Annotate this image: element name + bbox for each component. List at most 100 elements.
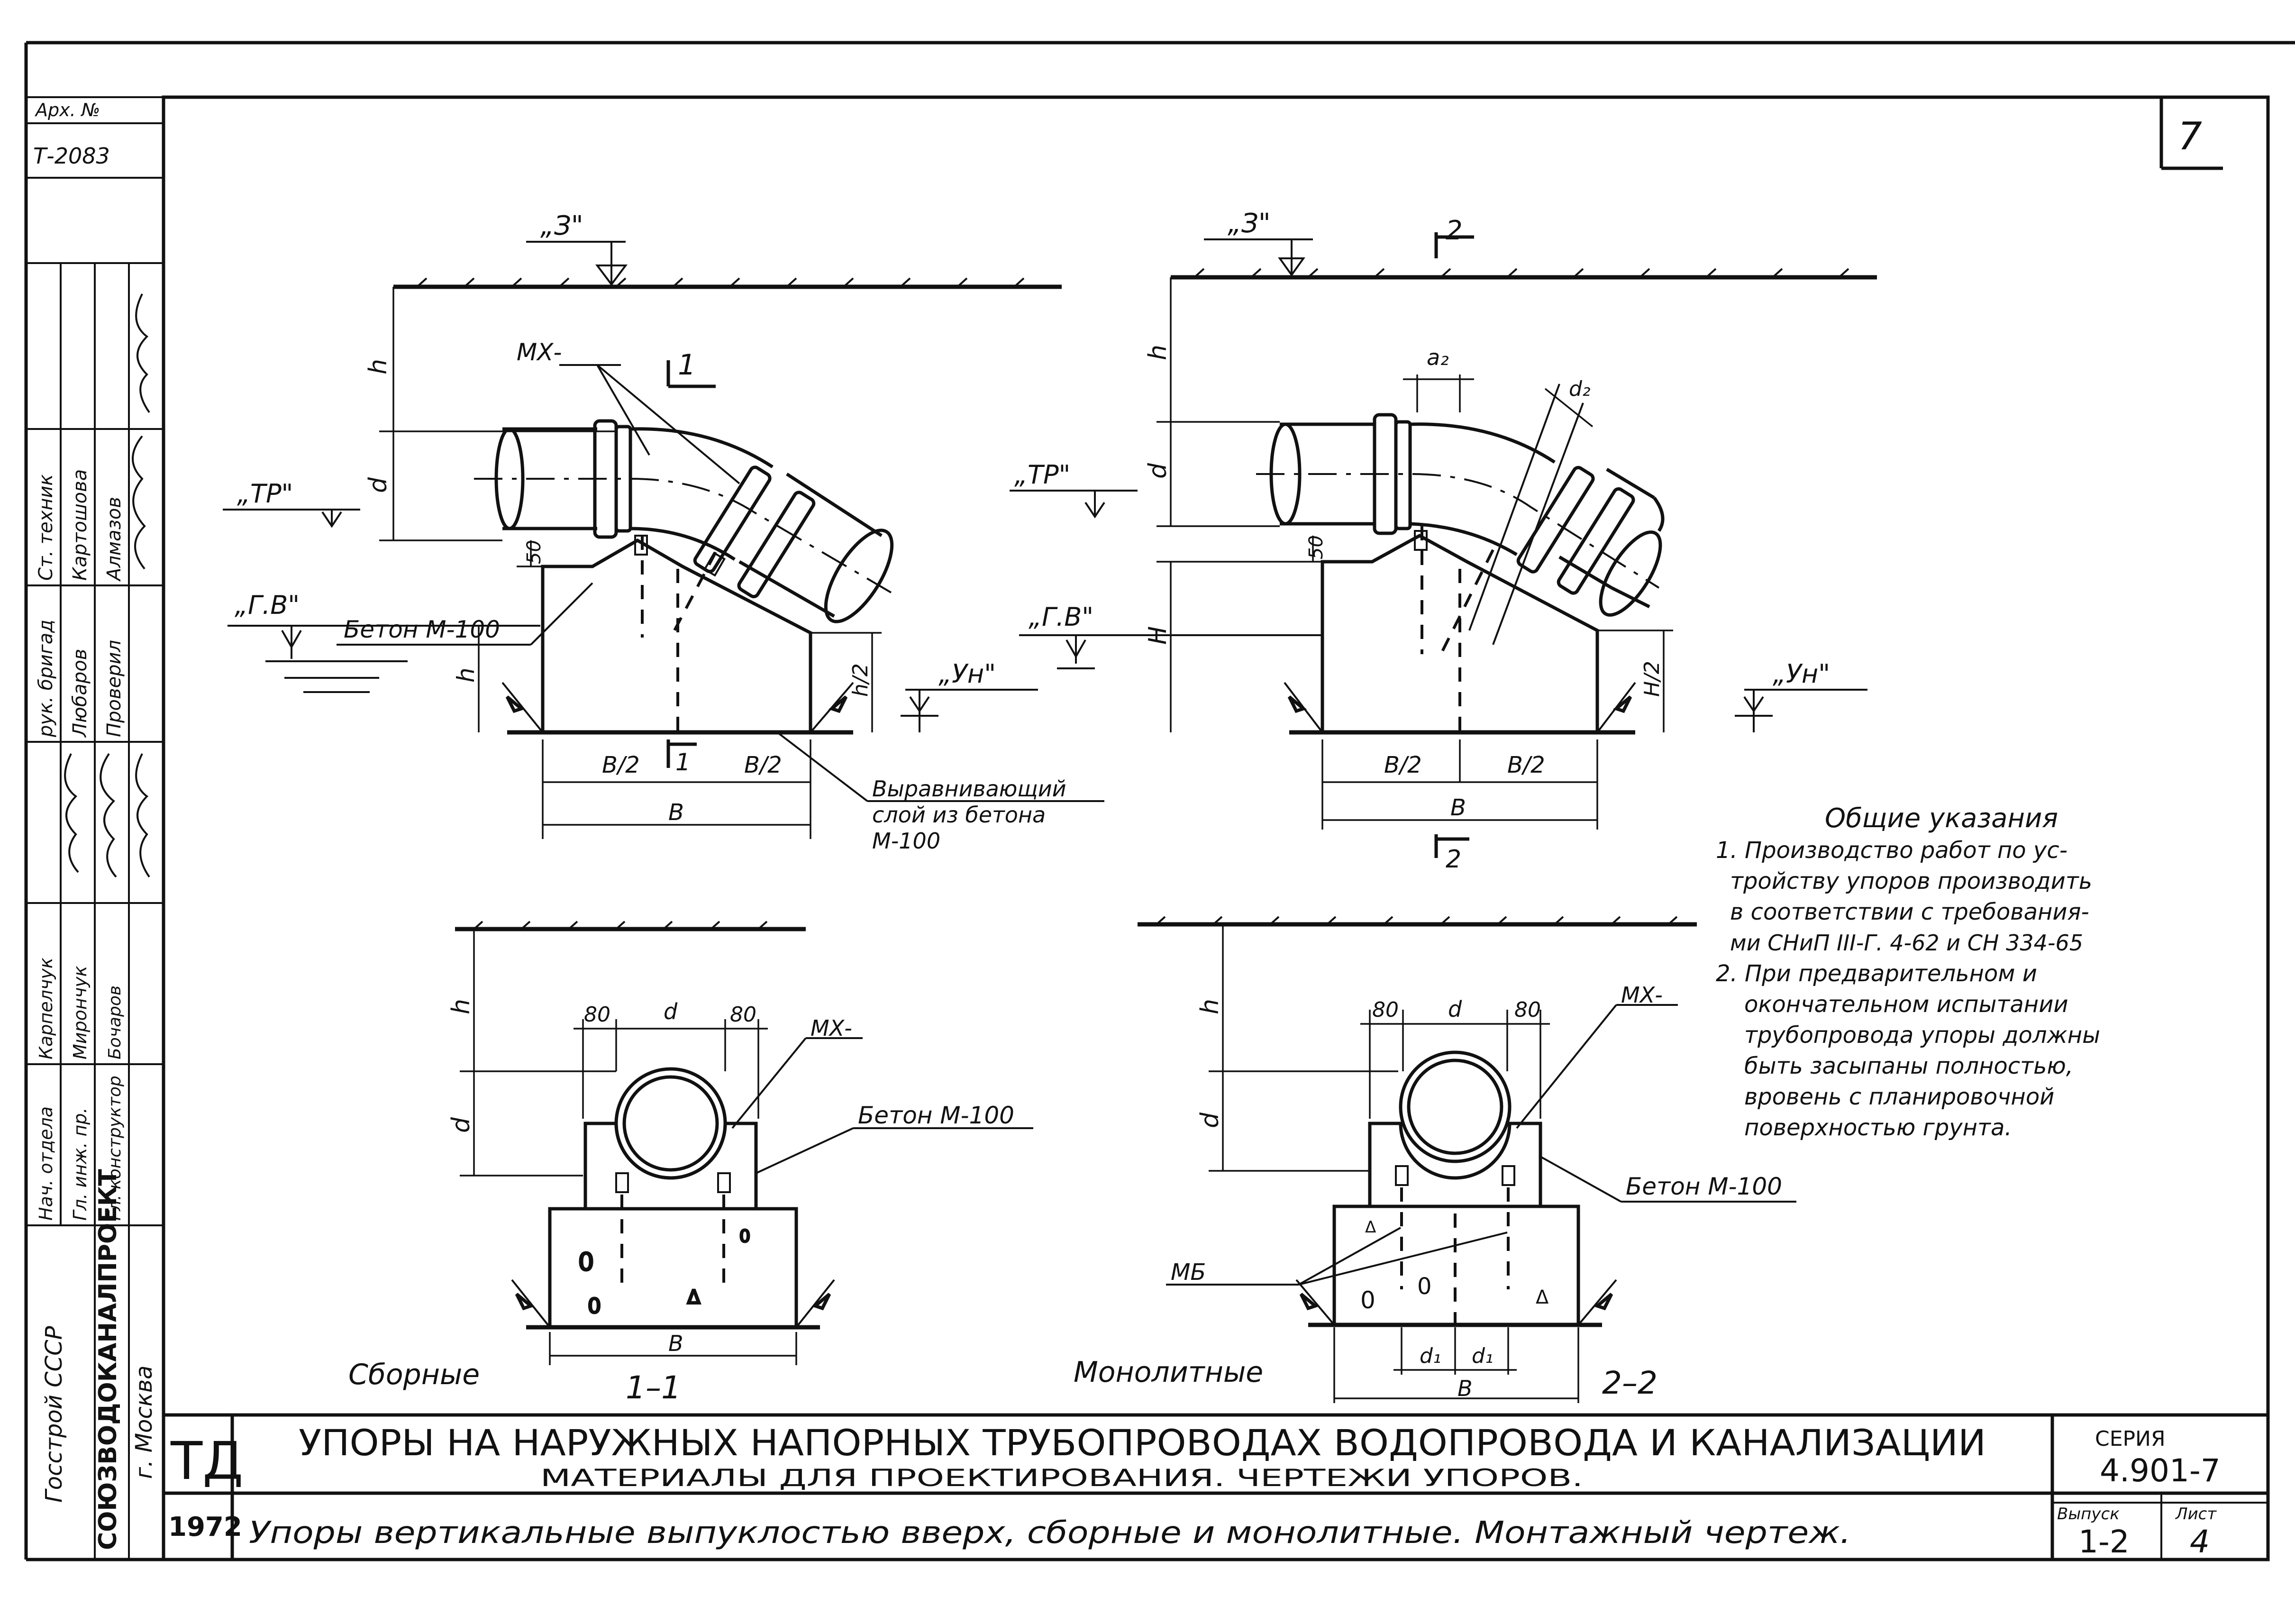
pipe-horizontal [502, 427, 597, 530]
caption-section-11: 1–1 [626, 1369, 681, 1406]
aggregate-mark: Δ [1365, 1218, 1376, 1237]
notes-line-9: вровень с планировочной [1744, 1084, 2054, 1110]
dim-b-22: В [1457, 1376, 1473, 1401]
dim-d1-right: d₁ [1472, 1344, 1494, 1368]
sheet-number-box: 7 [2159, 97, 2223, 170]
dim-80-right-22: 80 [1514, 998, 1541, 1022]
stamp-row-6: Гл. конструктор Бочаров [105, 985, 125, 1221]
stamp-row-5: Гл. инж. пр. Мирончук [70, 966, 91, 1221]
dim-h2-left: h/2 [848, 663, 873, 697]
dim-h-lower: h [452, 667, 480, 683]
stamp-role: Ст. техник [35, 474, 57, 581]
label-concrete-11: Бетон М-100 [858, 1102, 1014, 1129]
aggregate-mark: 0 [1360, 1286, 1375, 1314]
notes-line-2: тройству упоров производить [1730, 868, 2092, 894]
label-mb: МБ [1171, 1259, 1206, 1286]
sheet-frame [24, 41, 2295, 1561]
notes-line-4: ми СНиП III-Г. 4-62 и СН 334-65 [1730, 930, 2083, 956]
caption-section-22: 2–2 [1602, 1365, 1658, 1401]
level-tr-label-right: „ТР" [1014, 460, 1070, 490]
org-gosstroy: Госстрой СССР [41, 1326, 67, 1503]
stamp-row-1: рук. бригад Любаров [35, 620, 91, 738]
caption-prefab: Сборные [348, 1358, 480, 1391]
label-concrete-22: Бетон М-100 [1626, 1173, 1782, 1200]
dim-d-22: d [1196, 1112, 1224, 1128]
dim-d: d [364, 477, 392, 493]
signature-scribbles [64, 293, 150, 878]
dim-d2: d₂ [1569, 377, 1591, 401]
sheet-value: 4 [2190, 1524, 2210, 1560]
left-elevation-view: „З" h d 1 МХ- [223, 210, 1104, 854]
level-un-label: „Ун" [938, 659, 996, 689]
stamp-role: Гл. инж. пр. [70, 1107, 91, 1221]
dim-b-11: В [668, 1331, 683, 1356]
label-leveling-3: М-100 [872, 828, 940, 854]
caption-monolithic: Монолитные [1074, 1356, 1263, 1389]
dim-h-right: h [1144, 345, 1172, 360]
stamp-name: Бочаров [105, 985, 125, 1059]
dim-a2: а₂ [1427, 345, 1449, 370]
series-value: 4.901-7 [2100, 1452, 2221, 1489]
b-half-right-right: В/2 [1507, 752, 1545, 778]
stamp-role: рук. бригад [35, 620, 57, 738]
sheet-label: Лист [2175, 1505, 2217, 1524]
level-tr-label: „ТР" [237, 479, 293, 509]
dim-80-left-22: 80 [1372, 998, 1399, 1022]
title-code: ТД [170, 1431, 243, 1491]
notes-line-8: быть засыпаны полностью, [1744, 1053, 2073, 1079]
aggregate-mark: 0 [739, 1227, 750, 1246]
b-total-left: В [668, 799, 684, 826]
stamp-name: Мирончук [70, 966, 91, 1059]
stamp-name: Картошова [69, 469, 91, 581]
section-2-2: h d 80 d 80 МХ- Бетон М-100 0 0 Δ Δ МБ [1074, 916, 1796, 1403]
b-half-right: В/2 [744, 752, 782, 778]
b-half-left-right: В/2 [1384, 752, 1422, 778]
dim-80-right-11: 80 [730, 1003, 756, 1027]
label-mx-left: МХ- [517, 338, 562, 366]
aggregate-mark: 0 [578, 1248, 594, 1277]
level-un-label-right: „Ун" [1773, 659, 1830, 689]
dim-80-left-11: 80 [584, 1003, 610, 1027]
level-z-label-right: „З" [1228, 208, 1271, 239]
dim-d1-left: d₁ [1420, 1344, 1441, 1368]
level-z-label: „З" [540, 210, 583, 241]
title-subtitle: МАТЕРИАЛЫ ДЛЯ ПРОЕКТИРОВАНИЯ. ЧЕРТЕЖИ УП… [540, 1464, 1583, 1492]
dim-50-right: 50 [1305, 535, 1327, 559]
b-total-right: В [1450, 794, 1466, 821]
label-mx-22: МХ- [1621, 982, 1663, 1008]
pipe-ring-22 [1399, 1050, 1512, 1163]
org-city: г. Москва [131, 1365, 157, 1479]
notes-title: Общие указания [1825, 803, 2058, 834]
notes-line-6: окончательном испытании [1744, 991, 2068, 1018]
label-leveling-2: слой из бетона [872, 802, 1046, 828]
stamp-role: Проверил [103, 640, 125, 737]
label-leveling-1: Выравнивающий [872, 776, 1066, 802]
stamp-row-2: Ст. техник Картошова [35, 469, 91, 581]
dim-d-11: d [447, 1117, 475, 1133]
stamp-name: Алмазов [103, 497, 125, 582]
archive-number: Т-2083 [33, 143, 110, 169]
notes-line-1: 1. Производство работ по ус- [1716, 837, 2067, 864]
dim-h-22: h [1196, 999, 1224, 1014]
notes-line-3: в соответствии с требования- [1730, 899, 2089, 925]
dim-H2: H/2 [1640, 661, 1664, 697]
level-gv-label: „Г.В" [235, 590, 300, 620]
stamp-row-3: Проверил Алмазов [103, 497, 125, 737]
issue-label: Выпуск [2057, 1505, 2120, 1524]
b-half-left: В/2 [602, 752, 640, 778]
label-mx-11: МХ- [811, 1015, 852, 1041]
general-notes: Общие указания 1. Производство работ по … [1716, 803, 2100, 1141]
stamp-role: Гл. конструктор [105, 1076, 125, 1221]
section-1-1: h d 80 d 80 МХ- Бетон М-100 0 0 Δ [348, 921, 1033, 1406]
stamp-name: Любаров [69, 649, 91, 738]
dim-h: h [364, 359, 392, 374]
stamp-role: Нач. отдела [36, 1106, 56, 1221]
dim-d-top-22: d [1448, 996, 1462, 1022]
notes-line-7: трубопровода упоры должны [1744, 1022, 2100, 1049]
section-mark-2: 2 [1446, 215, 1463, 246]
series-label: СЕРИЯ [2095, 1427, 2166, 1451]
aggregate-mark: 0 [588, 1294, 601, 1318]
stamp-strip: Арх. № Т-2083 рук. бригад Любаров Ст. те… [26, 96, 164, 1560]
notes-line-5: 2. При предварительном и [1716, 960, 2037, 987]
